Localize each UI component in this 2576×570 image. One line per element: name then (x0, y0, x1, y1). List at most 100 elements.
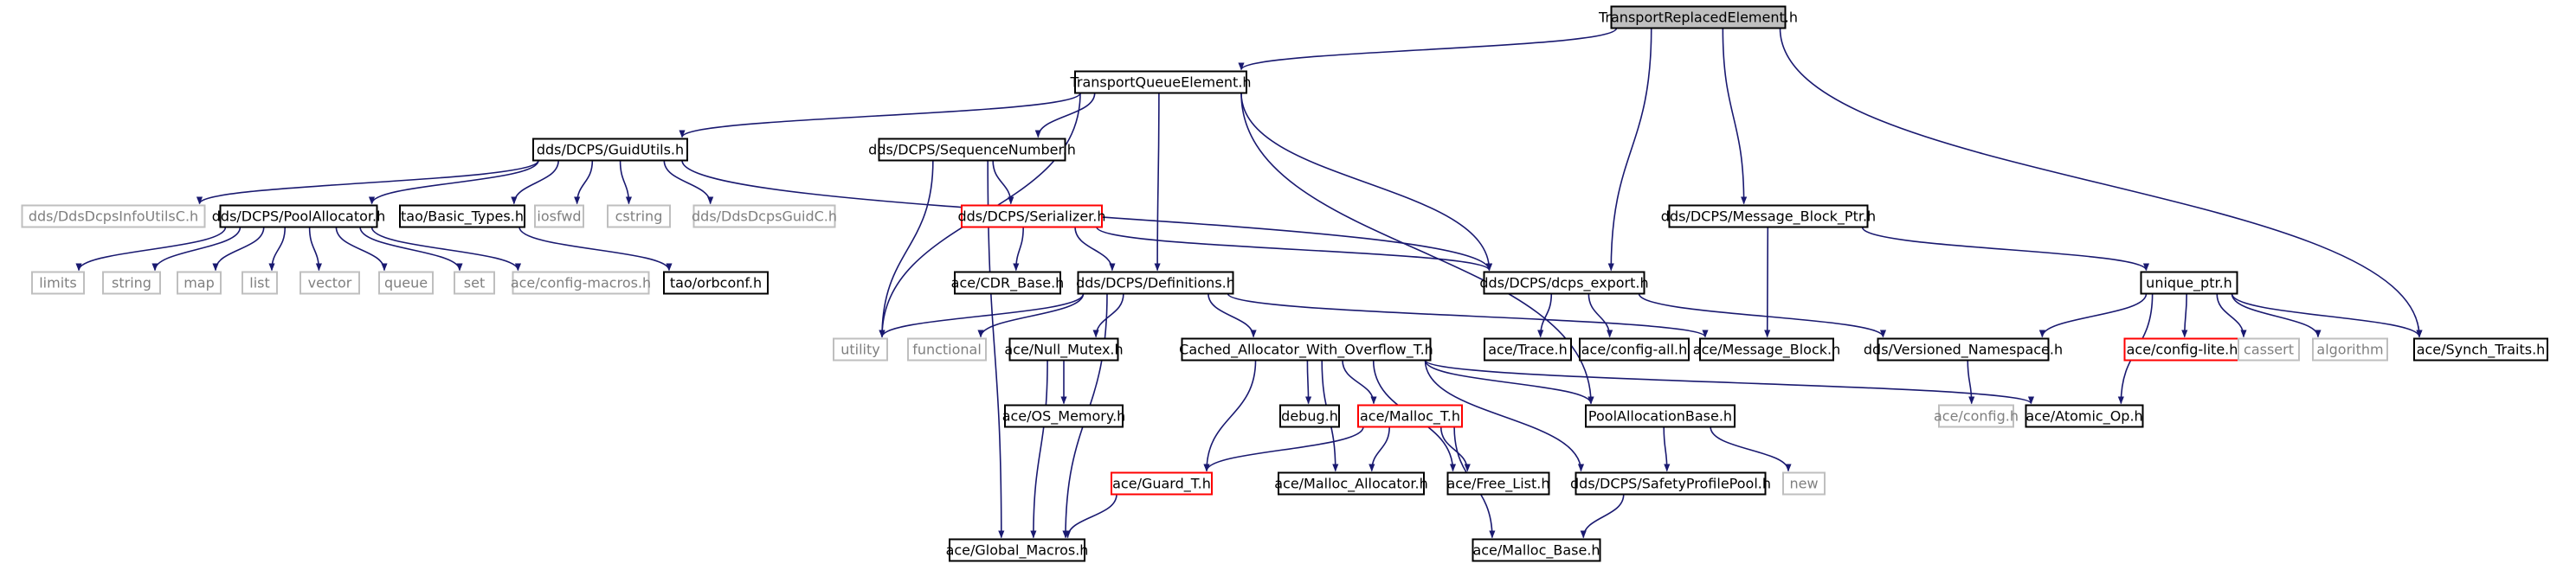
node-label: dds/DCPS/dcps_export.h (1479, 275, 1648, 292)
graph-node[interactable]: dds/DCPS/Definitions.h (1076, 271, 1235, 295)
graph-node: limits (31, 271, 85, 295)
nodes-layer: TransportReplacedElement.hTransportQueue… (21, 5, 2548, 562)
edge-n46-n49 (1580, 494, 1625, 539)
node-box (1585, 404, 1736, 428)
edge-n24-n32 (2038, 293, 2148, 338)
node-box (1077, 271, 1234, 295)
node-label: PoolAllocationBase.h (1588, 408, 1732, 425)
node-label: iosfwd (537, 208, 581, 225)
edge-n39-n44 (1368, 426, 1390, 472)
graph-node: map (177, 271, 222, 295)
edge-n6-n14 (212, 227, 265, 272)
node-label: ace/Malloc_Base.h (1472, 542, 1600, 560)
node-box (1472, 538, 1601, 562)
graph-node[interactable]: debug.h (1279, 404, 1340, 428)
graph-node[interactable]: ace/OS_Memory.h (1002, 404, 1126, 428)
node-box (1279, 404, 1340, 428)
node-label: map (184, 275, 215, 291)
node-label: list (249, 275, 270, 291)
graph-node[interactable]: unique_ptr.h (2140, 271, 2238, 295)
node-label: unique_ptr.h (2146, 275, 2232, 292)
node-box (1278, 471, 1425, 496)
edge-n23-n29 (1537, 293, 1553, 338)
node-box (219, 204, 378, 228)
edge-n28-n38 (1304, 360, 1312, 405)
graph-node[interactable]: ace/Free_List.h (1446, 471, 1550, 496)
node-box (1610, 5, 1787, 29)
graph-node[interactable]: dds/Versioned_Namespace.h (1864, 337, 2063, 362)
graph-node[interactable]: ace/Malloc_Allocator.h (1274, 471, 1428, 496)
node-box (1004, 404, 1124, 428)
graph-node: ace/config-macros.h (511, 271, 651, 295)
edge-n1-n2 (679, 92, 1081, 138)
node-label: ace/Malloc_Allocator.h (1274, 476, 1428, 493)
graph-node[interactable]: dds/DCPS/Message_Block_Ptr.h (1661, 204, 1876, 228)
graph-node[interactable]: ace/Global_Macros.h (946, 538, 1089, 562)
edge-n2-n10 (663, 160, 714, 205)
node-box (534, 204, 584, 228)
graph-node[interactable]: tao/Basic_Types.h (399, 204, 525, 228)
graph-node[interactable]: ace/Null_Mutex.h (1004, 337, 1124, 362)
graph-node[interactable]: ace/Trace.h (1484, 337, 1572, 362)
graph-node[interactable]: ace/config-all.h (1579, 337, 1690, 362)
node-label: ace/CDR_Base.h (951, 275, 1065, 292)
node-box (692, 204, 836, 228)
edge-n27-n48 (1030, 360, 1048, 539)
node-box (2413, 337, 2548, 362)
node-label: cstring (615, 208, 663, 225)
graph-node: queue (378, 271, 434, 295)
node-box (454, 271, 495, 295)
node-box (1483, 271, 1645, 295)
graph-node[interactable]: ace/CDR_Base.h (951, 271, 1065, 295)
node-label: dds/Versioned_Namespace.h (1864, 342, 2063, 359)
node-label: utility (840, 342, 880, 358)
edge-n6-n17 (335, 227, 388, 272)
graph-node[interactable]: ace/Atomic_Op.h (2025, 404, 2144, 428)
node-box (399, 204, 525, 228)
node-box (1446, 471, 1550, 496)
node-box (102, 271, 161, 295)
graph-node[interactable]: dds/DCPS/PoolAllocator.h (212, 204, 385, 228)
node-box (1938, 404, 2014, 428)
graph-node[interactable]: tao/orbconf.h (663, 271, 769, 295)
graph-node[interactable]: dds/DCPS/SafetyProfilePool.h (1570, 471, 1771, 496)
edge-n22-n26 (977, 293, 1085, 338)
graph-node[interactable]: dds/DCPS/Serializer.h (957, 204, 1106, 228)
edge-n0-n36 (1779, 28, 2423, 338)
node-box (242, 271, 278, 295)
node-label: limits (39, 275, 77, 291)
edge-n39-n43 (1203, 426, 1364, 472)
node-label: ace/Guard_T.h (1112, 476, 1211, 493)
graph-node[interactable]: Cached_Allocator_With_Overflow_T.h (1179, 337, 1433, 362)
graph-node[interactable]: TransportQueueElement.h (1069, 70, 1252, 94)
graph-node[interactable]: ace/Guard_T.h (1111, 471, 1213, 496)
graph-node[interactable]: ace/Synch_Traits.h (2413, 337, 2548, 362)
node-label: string (112, 275, 151, 291)
graph-node[interactable]: dds/DCPS/SequenceNumber.h (868, 138, 1076, 162)
node-box (1357, 404, 1463, 428)
node-label: ace/OS_Memory.h (1002, 408, 1126, 426)
graph-node[interactable]: ace/config-lite.h (2123, 337, 2241, 362)
node-label: dds/DdsDcpsInfoUtilsC.h (29, 208, 198, 225)
node-box (2025, 404, 2144, 428)
node-label: dds/DCPS/GuidUtils.h (537, 142, 684, 158)
graph-node[interactable]: dds/DCPS/GuidUtils.h (532, 138, 688, 162)
node-label: ace/config-all.h (1581, 342, 1688, 358)
edge-n24-n33 (2181, 293, 2188, 338)
graph-node[interactable]: TransportReplacedElement.h (1598, 5, 1798, 29)
graph-node[interactable]: dds/DCPS/dcps_export.h (1479, 271, 1649, 295)
graph-node[interactable]: ace/Malloc_Base.h (1472, 538, 1601, 562)
node-label: ace/Free_List.h (1447, 476, 1550, 493)
node-box (1008, 337, 1119, 362)
node-box (907, 337, 987, 362)
graph-node[interactable]: ace/Malloc_T.h (1357, 404, 1463, 428)
graph-node: algorithm (2312, 337, 2388, 362)
graph-node[interactable]: PoolAllocationBase.h (1585, 404, 1736, 428)
edge-n6-n13 (151, 227, 242, 272)
graph-node[interactable]: ace/Message_Block.h (1693, 337, 1840, 362)
node-label: ace/config-lite.h (2127, 342, 2238, 358)
node-box (1074, 70, 1247, 94)
edge-n2-n8 (574, 160, 594, 205)
graph-node: cassert (2238, 337, 2300, 362)
edge-n28-n39 (1342, 360, 1377, 405)
